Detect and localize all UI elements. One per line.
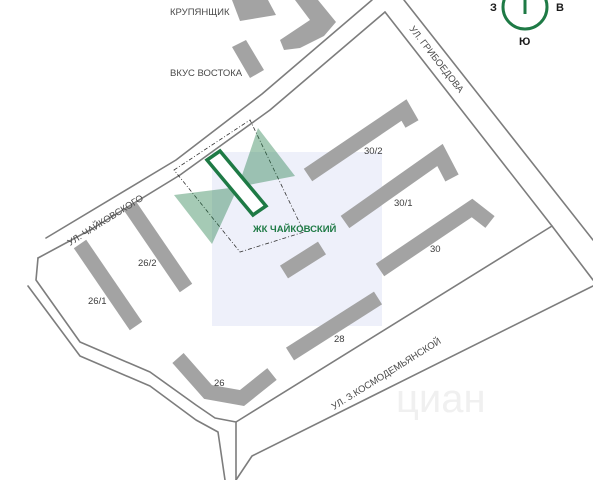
building-28 (285, 291, 383, 361)
building-krupyanshik (232, 0, 276, 21)
building-30-1 (340, 143, 459, 229)
building-number-30-2: 30/2 (364, 146, 383, 157)
road-inner-loop (35, 257, 237, 480)
buildings (73, 0, 495, 406)
building-number-26-2: 26/2 (138, 258, 157, 269)
plot-boundary (173, 119, 305, 253)
place-label-vkus-vostoka: ВКУС ВОСТОКА (170, 68, 243, 79)
road-griboedova-east (403, 0, 593, 241)
building-26 (172, 353, 277, 406)
road-north-outer (45, 0, 373, 239)
road-tchaikovsky (37, 11, 386, 259)
building-26-2 (123, 201, 193, 293)
view-cone-southwest (174, 187, 238, 244)
place-label-krupyanshik: КРУПЯНЩИК (170, 7, 230, 18)
project-building-marker (204, 148, 269, 218)
building-number-28: 28 (334, 334, 345, 345)
building-number-30: 30 (430, 244, 441, 255)
project-label: ЖК ЧАЙКОВСКИЙ (252, 223, 337, 235)
compass-south-label: Ю (519, 36, 530, 48)
compass-west-label: З (490, 2, 497, 14)
building-30 (375, 198, 495, 277)
watermark: циан (396, 377, 486, 421)
building-number-26-1: 26/1 (88, 296, 107, 307)
compass-east-label: В (556, 2, 564, 14)
roads (27, 0, 593, 480)
view-cone-northeast (238, 128, 295, 187)
road-south-outer (235, 285, 593, 480)
building-north-ne (280, 0, 336, 50)
project-plot (173, 119, 305, 253)
building-mid (279, 241, 327, 279)
road-griboedova-west (384, 11, 553, 227)
building-26-1 (73, 239, 143, 331)
building-30-2 (303, 99, 419, 182)
street-label-griboedova: УЛ. ГРИБОЕДОВА (407, 24, 466, 96)
building-vkus-vostoka (232, 40, 264, 78)
building-number-26: 26 (214, 378, 225, 389)
road-west-outer (27, 285, 226, 480)
compass-icon: З В Ю (490, 0, 564, 48)
building-number-30-1: 30/1 (394, 198, 413, 209)
